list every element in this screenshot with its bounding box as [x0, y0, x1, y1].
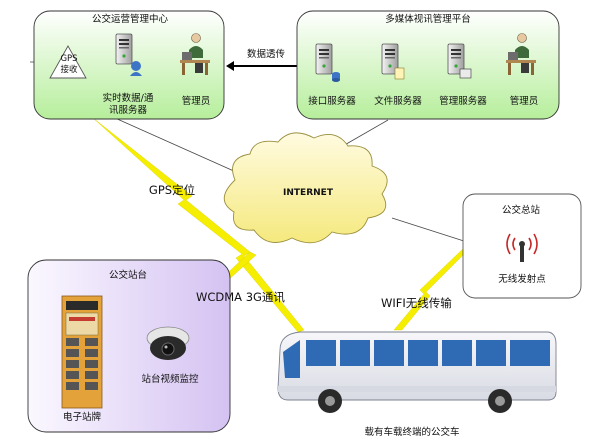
- media-platform-panel: [296, 10, 560, 120]
- wifi-label: WIFI无线传输: [381, 296, 452, 310]
- media-platform-title: 多媒体视讯管理平台: [385, 14, 471, 25]
- gps-receive-label-1: GPS: [60, 54, 78, 64]
- video-monitor-label: 站台视频监控: [141, 374, 199, 385]
- e-sign-icon: [61, 295, 103, 409]
- file-server-label: 文件服务器: [374, 96, 422, 107]
- media-admin-label: 管理员: [509, 96, 539, 107]
- data-transfer-arrow: [226, 61, 307, 71]
- realtime-server-label-2: 讯服务器: [108, 105, 148, 116]
- bus-stop-title: 公交站台: [108, 270, 148, 281]
- link-internet-depot: [391, 217, 468, 243]
- wifi-lightning: [393, 245, 471, 331]
- gps-receiver-icon: [49, 45, 87, 79]
- bus-stop-panel: [27, 259, 231, 433]
- file-server-icon: [381, 43, 405, 80]
- gps-receive-label-2: 接收: [60, 65, 78, 75]
- bus-icon: [277, 331, 557, 413]
- ops-center-panel: [33, 10, 225, 120]
- gps-positioning-label: GPS定位: [148, 183, 196, 197]
- ops-admin-label: 管理员: [181, 96, 211, 107]
- interface-server-label: 接口服务器: [308, 96, 356, 107]
- antenna-icon: [506, 233, 538, 262]
- internet-label: INTERNET: [283, 188, 333, 198]
- mgmt-server-icon: [447, 43, 472, 79]
- bus-depot-panel: [462, 193, 582, 299]
- mgmt-server-label: 管理服务器: [439, 96, 487, 107]
- bus-caption: 载有车载终端的公交车: [364, 427, 460, 438]
- link-ops-internet: [114, 117, 246, 177]
- wireless-ap-label: 无线发射点: [498, 274, 546, 285]
- gps-lightning: [92, 117, 305, 333]
- wcdma-label: WCDMA 3G通讯: [196, 290, 285, 304]
- bus-depot-title: 公交总站: [501, 205, 541, 216]
- ops-center-title: 公交运营管理中心: [91, 14, 169, 25]
- interface-server-icon: [315, 43, 340, 82]
- dome-camera-icon: [146, 326, 190, 360]
- data-transfer-label: 数据透传: [246, 49, 286, 60]
- realtime-server-icon: [115, 33, 142, 76]
- internet-cloud: [223, 132, 388, 244]
- realtime-server-label-1: 实时数据/通: [102, 93, 154, 104]
- e-sign-label: 电子站牌: [62, 412, 102, 423]
